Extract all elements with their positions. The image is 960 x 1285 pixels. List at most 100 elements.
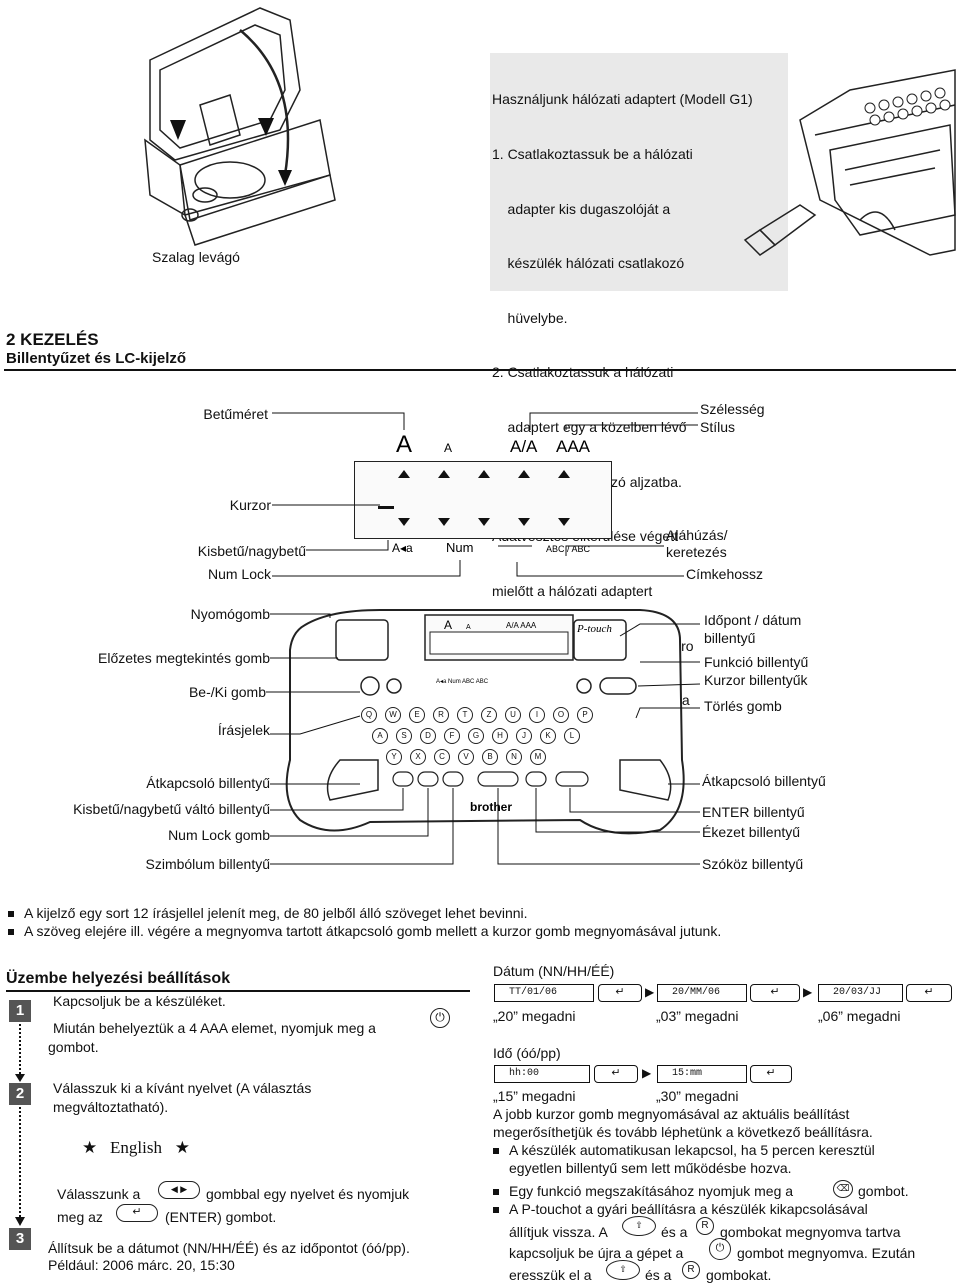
label-frame: keretezés <box>666 544 727 560</box>
adapter-line: adaptert egy a közelben lévő <box>492 419 687 436</box>
svg-text:A/A: A/A <box>510 437 538 456</box>
key-k: K <box>540 728 556 744</box>
step3-line-b: Például: 2006 márc. 20, 15:30 <box>48 1257 235 1273</box>
step1-line-b: Miután behelyeztük a 4 AAA elemet, nyomj… <box>53 1020 376 1036</box>
key-x: X <box>410 749 426 765</box>
step2-line-a: Válasszuk ki a kívánt nyelvet (A választ… <box>53 1080 312 1096</box>
enter-key-icon: ↵ <box>750 1065 792 1083</box>
key-o: O <box>553 707 569 723</box>
adapter-line: készülék hálózati csatlakozó <box>492 255 685 272</box>
reset-b-post: gombokat megnyomva tartva <box>720 1224 901 1240</box>
power-key-icon: ⏻ <box>709 1238 731 1260</box>
svg-text:A◂a Num ABC ABC: A◂a Num ABC ABC <box>436 679 489 685</box>
key-s: S <box>396 728 412 744</box>
bullet-icon <box>493 1148 499 1155</box>
svg-text:A: A <box>396 431 412 458</box>
key-w: W <box>385 707 401 723</box>
svg-text:A: A <box>466 624 471 631</box>
adapter-line: 1. Csatlakoztassuk be a hálózati <box>492 146 693 163</box>
label-shift-key-left: Átkapcsoló billentyű <box>146 775 270 791</box>
enter-key-icon: ↵ <box>598 984 642 1002</box>
key-p: P <box>577 707 593 723</box>
star-icon: ★ <box>174 1138 190 1157</box>
time-display-2: 15:mm <box>657 1065 747 1083</box>
key-b: B <box>482 749 498 765</box>
step2-line-c: Válasszunk a <box>57 1186 140 1203</box>
note-2: A szöveg elejére ill. végére a megnyomva… <box>8 923 721 940</box>
step2-c-pre: Válasszunk a <box>57 1186 141 1202</box>
key-z: Z <box>481 707 497 723</box>
step-3-badge: 3 <box>9 1228 31 1250</box>
bullet-autooff-a: A készülék automatikusan lekapcsol, ha 5… <box>509 1142 875 1158</box>
key-a: A <box>372 728 388 744</box>
adapter-line: Használjunk hálózati adaptert (Modell G1… <box>492 91 753 108</box>
label-preview-key: Előzetes megtekintés gomb <box>98 650 270 666</box>
svg-text:ABC / ABC: ABC / ABC <box>546 544 591 554</box>
date-input-1: „20” megadni <box>493 1008 576 1024</box>
reset-d-post: gombokat. <box>706 1267 772 1283</box>
reset-c-post: gombot megnyomva. Ezután <box>737 1245 916 1261</box>
date-display-1: TT/01/06 <box>494 984 594 1002</box>
bullet-reset-a: A P-touchot a gyári beállításra a készül… <box>509 1201 868 1217</box>
section-subtitle: Billentyűzet és LC-kijelző <box>6 350 187 367</box>
svg-text:Num: Num <box>446 540 473 555</box>
key-h: H <box>492 728 508 744</box>
key-q: Q <box>361 707 377 723</box>
bullet-cancel-post: gombot. <box>858 1183 909 1199</box>
cancel-key-icon: ⌫ <box>833 1180 853 1198</box>
label-date-key-2: billentyű <box>704 630 756 646</box>
lcd-diagram-graphics: A A A/A AAA A◂a Num ABC / ABC <box>272 412 698 577</box>
key-j: J <box>516 728 532 744</box>
label-symbol-key: Szimbólum billentyű <box>145 856 271 872</box>
setup-title: Üzembe helyezési beállítások <box>6 970 231 987</box>
label-case: Kisbetű/nagybetű <box>197 543 306 559</box>
bullet-cancel: Egy funkció megszakításához nyomjuk meg … <box>493 1183 793 1200</box>
label-numlock-key: Num Lock gomb <box>168 827 270 843</box>
language-display: ★ English ★ <box>82 1138 190 1158</box>
r-key-icon: R <box>682 1261 700 1279</box>
label-numlock: Num Lock <box>207 566 271 582</box>
note-2-text: A szöveg elejére ill. végére a megnyomva… <box>24 923 722 939</box>
bullet-reset: A P-touchot a gyári beállításra a készül… <box>493 1201 868 1218</box>
step2-line-b: megváltoztatható). <box>53 1099 169 1115</box>
shift-key-icon: ⇧ <box>622 1216 656 1236</box>
key-u: U <box>505 707 521 723</box>
key-e: E <box>409 707 425 723</box>
bullet-icon <box>8 911 14 918</box>
label-cursor-keys: Kurzor billentyűk <box>704 672 808 688</box>
bullet-autooff-b: egyetlen billentyű sem lett működésbe ho… <box>509 1160 792 1176</box>
key-r: R <box>433 707 449 723</box>
bullet-icon <box>493 1207 499 1214</box>
label-date-key: Időpont / dátum <box>704 612 802 628</box>
setup-title-underline <box>6 990 470 992</box>
svg-text:AAA: AAA <box>556 437 591 456</box>
enter-key-icon: ↵ <box>750 984 800 1002</box>
label-characters: Írásjelek <box>217 722 270 738</box>
left-right-cursor-key-icon: ◀ ▶ <box>158 1181 200 1199</box>
arrow-icon: ▶ <box>803 985 813 999</box>
date-title: Dátum (NN/HH/ÉÉ) <box>493 963 615 979</box>
brand-logo: brother <box>470 800 512 814</box>
enter-key-icon: ↵ <box>906 984 952 1002</box>
arrow-icon: ▶ <box>645 985 655 999</box>
confirm-para-2: megerősíthetjük és tovább léphetünk a kö… <box>493 1124 873 1140</box>
key-t: T <box>457 707 473 723</box>
section-divider <box>4 369 956 371</box>
reset-b-mid: és a <box>661 1224 688 1240</box>
label-label-length: Címkehossz <box>686 566 764 582</box>
key-n: N <box>506 749 522 765</box>
svg-text:A/A AAA: A/A AAA <box>506 621 537 630</box>
key-v: V <box>458 749 474 765</box>
adapter-plug-illustration <box>743 69 956 256</box>
svg-text:A: A <box>444 441 452 455</box>
adapter-line: mielőtt a hálózati adaptert <box>492 582 653 599</box>
bullet-cancel-pre: Egy funkció megszakításához nyomjuk meg … <box>509 1183 794 1199</box>
note-1: A kijelző egy sort 12 írásjellel jelenít… <box>8 905 528 922</box>
adapter-line: hüvelybe. <box>492 309 568 326</box>
label-power-key: Be-/Ki gomb <box>188 684 266 700</box>
label-shift-key-right: Átkapcsoló billentyű <box>702 773 826 789</box>
label-space-key: Szóköz billentyű <box>702 856 804 872</box>
label-width: Szélesség <box>700 401 765 417</box>
note-1-text: A kijelző egy sort 12 írásjellel jelenít… <box>24 905 528 921</box>
bullet-autooff: A készülék automatikusan lekapcsol, ha 5… <box>493 1142 875 1159</box>
